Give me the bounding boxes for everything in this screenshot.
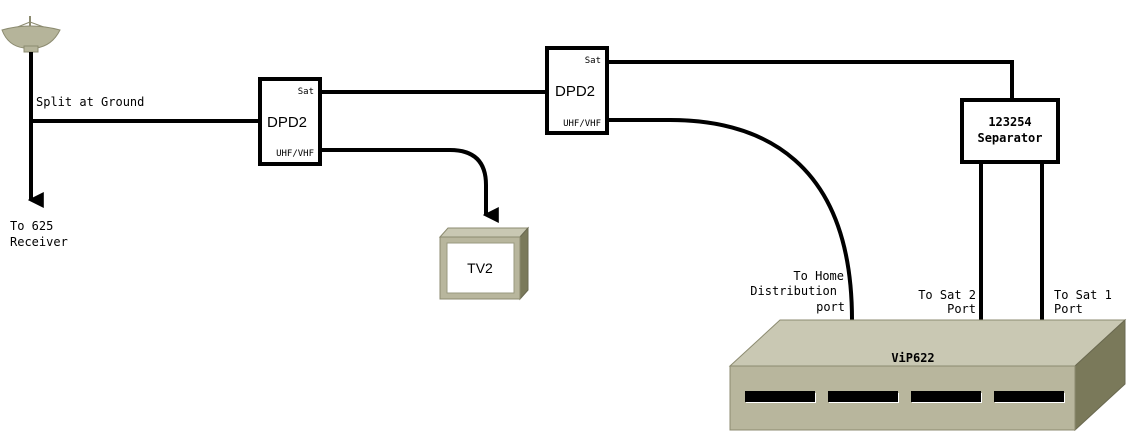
receiver-slot xyxy=(994,391,1064,402)
dpd2-diplexer-a: Sat DPD2 UHF/VHF xyxy=(258,77,322,166)
home-dist-label-line3: port xyxy=(816,300,845,314)
receiver-slot xyxy=(745,391,815,402)
home-dist-label-line1: To Home xyxy=(793,269,844,283)
receiver-slot xyxy=(911,391,981,402)
sat2-label-line1: To Sat 2 xyxy=(918,288,976,302)
cable-dpd2-a-to-tv2 xyxy=(320,148,499,223)
dpd2-b-uhf-port: UHF/VHF xyxy=(563,119,601,129)
cable-dpd2-b-to-home-distribution xyxy=(607,118,854,321)
vip622-receiver: ViP622 xyxy=(728,318,1127,431)
cable-dpd2-b-to-separator xyxy=(607,60,1014,100)
dpd2-diplexer-b: Sat DPD2 UHF/VHF xyxy=(545,46,609,135)
tv2-label: TV2 xyxy=(467,260,493,276)
separator-label-line2: Separator xyxy=(977,131,1042,145)
dpd2-a-name: DPD2 xyxy=(267,114,307,131)
satellite-dish-icon xyxy=(1,16,61,53)
receiver-slots xyxy=(745,391,1065,403)
home-dist-label-line2: Distribution xyxy=(750,284,837,298)
separator-device: 123254 Separator xyxy=(960,98,1060,164)
to-625-label-line1: To 625 xyxy=(10,219,53,233)
dpd2-a-sat-port: Sat xyxy=(298,87,314,97)
sat1-label-line1: To Sat 1 xyxy=(1054,288,1112,302)
vip622-label: ViP622 xyxy=(891,351,934,365)
separator-label-line1: 123254 xyxy=(988,115,1031,129)
dpd2-b-name: DPD2 xyxy=(555,83,595,100)
tv2-device: TV2 xyxy=(438,226,530,301)
sat2-label-line2: Port xyxy=(947,302,976,316)
dpd2-a-uhf-port: UHF/VHF xyxy=(276,149,314,159)
receiver-slot xyxy=(828,391,898,402)
split-at-ground-label: Split at Ground xyxy=(36,95,144,109)
to-625-label-line2: Receiver xyxy=(10,235,68,249)
sat1-label-line2: Port xyxy=(1054,302,1083,316)
dpd2-b-sat-port: Sat xyxy=(585,56,601,66)
